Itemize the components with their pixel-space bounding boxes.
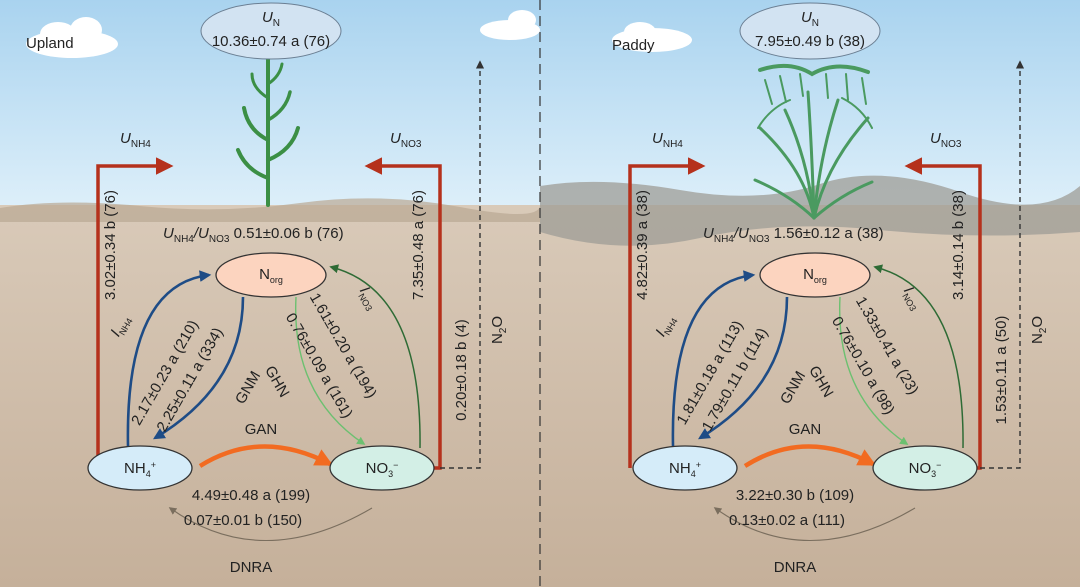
dnra-arrow [713,507,916,542]
gan-value: 4.49±0.48 a (199) [192,487,310,504]
uno3-label: UNO3 [930,130,962,150]
unh4-label: UNH4 [652,130,683,150]
n2o-emission-arrow [440,60,485,469]
un-uptake-bubble [739,2,881,60]
n2o-value: 1.53±0.11 a (50) [993,316,1010,425]
cloud-icon [480,10,540,40]
nh4-label: NH4+ [669,460,701,479]
norg-pool [759,252,871,298]
gan-arrow [198,444,334,468]
nh4-pool [632,445,738,491]
nh4-pool [87,445,193,491]
cloud-icon [612,22,692,52]
dnra-value: 0.07±0.01 b (150) [184,512,302,529]
rice-plant-icon [753,63,874,220]
ino3-arrow [329,264,421,449]
un-label: UN [801,9,819,29]
unh4-value: 3.02±0.34 b (76) [102,190,119,300]
no3-pool [329,445,435,491]
soil-background [0,205,1080,587]
nh4-label: NH4+ [124,460,156,479]
panel-label: Upland [26,35,74,52]
uno3-value: 7.35±0.48 a (76) [410,190,427,300]
uno3-label: UNO3 [390,130,422,150]
gan-label: GAN [245,421,278,438]
gnm-arrow [698,296,789,440]
no3-label: NO3− [366,460,399,479]
uno3-uptake-arrow [364,157,442,470]
cloud-icon [26,17,118,58]
dnra-label: DNRA [230,559,273,576]
unh4-value: 4.82±0.39 a (38) [634,190,651,300]
dnra-value: 0.13±0.02 a (111) [729,512,845,529]
ghn-arrow [838,296,909,445]
norg-label: Norg [803,266,827,285]
gnm-arrow [152,296,245,440]
inh4-arrow [126,270,212,447]
uno3-value: 3.14±0.14 b (38) [950,190,967,300]
un-value: 10.36±0.74 a (76) [212,33,330,50]
no3-label: NO3− [909,460,942,479]
unh4-uptake-arrow [628,157,706,468]
ghn-arrow [294,296,366,445]
gan-value: 3.22±0.30 b (109) [736,487,854,504]
norg-pool [215,252,327,298]
n2o-value: 0.20±0.18 b (4) [453,319,470,421]
n2o-emission-arrow [980,60,1025,469]
n2o-label: N2O [489,316,509,344]
norg-label: Norg [259,266,283,285]
unh4-uptake-arrow [96,157,174,468]
uptake-ratio-label: UNH4/UNO3 0.51±0.06 b (76) [163,225,344,245]
panel-label: Paddy [612,37,655,54]
uptake-ratio-label: UNH4/UNO3 1.56±0.12 a (38) [703,225,884,245]
no3-pool [872,445,978,491]
ino3-arrow [873,264,964,449]
gan-label: GAN [789,421,822,438]
upland-soil-surface [0,198,540,222]
un-value: 7.95±0.49 b (38) [755,33,865,50]
un-label: UN [262,9,280,29]
gan-arrow [743,444,877,468]
unh4-label: UNH4 [120,130,151,150]
dnra-arrow [168,507,373,542]
inh4-arrow [671,270,756,447]
maize-plant-icon [236,45,300,207]
un-uptake-bubble [200,2,342,60]
paddy-water-surface [540,175,1080,246]
dnra-label: DNRA [774,559,817,576]
n2o-label: N2O [1029,316,1049,344]
